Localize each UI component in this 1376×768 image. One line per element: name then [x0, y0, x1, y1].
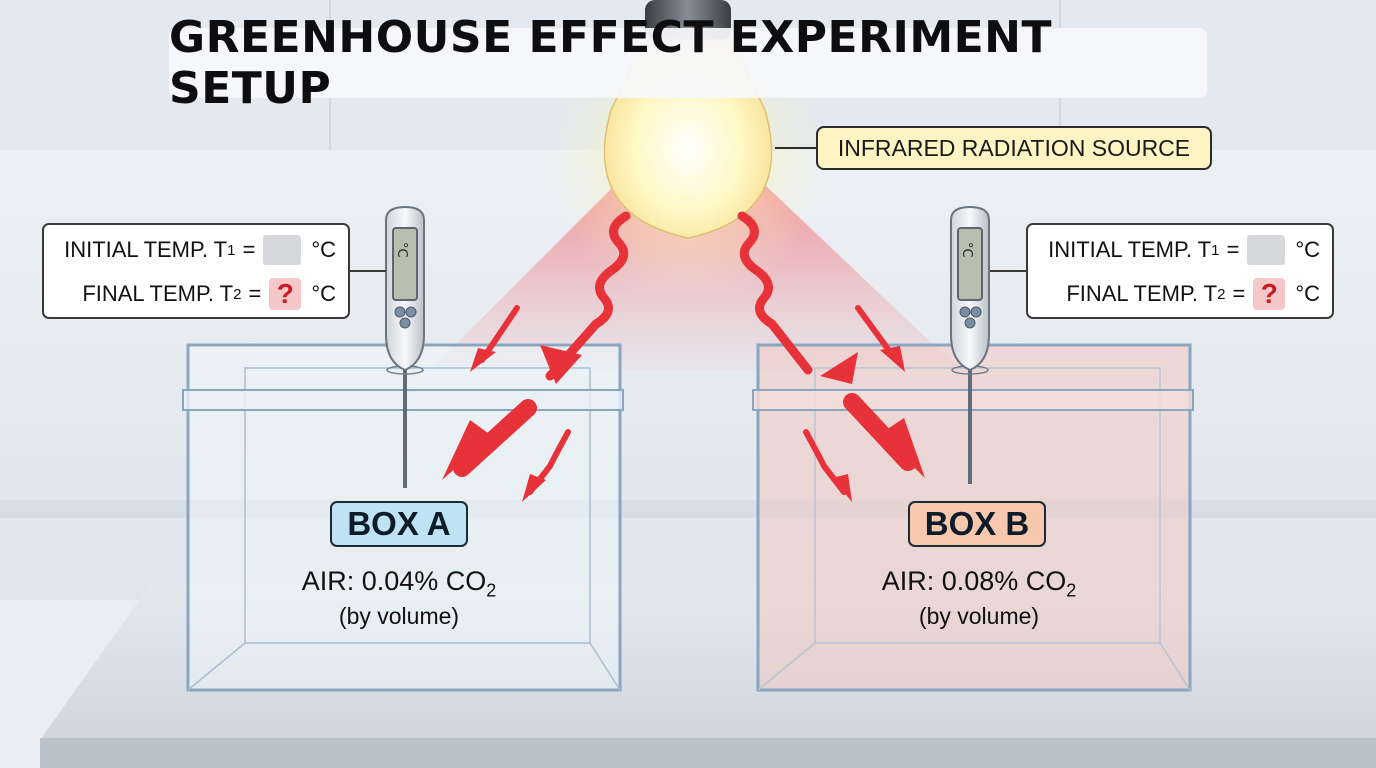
small-arrow	[803, 429, 847, 495]
box-a-volume-note: (by volume)	[338, 603, 460, 630]
box-a-air-text: AIR: 0.04% CO	[301, 566, 487, 596]
final-temp-unit: °C	[1295, 281, 1320, 306]
thermometer-screen	[392, 227, 418, 301]
box-a-tag: BOX A	[330, 501, 468, 547]
box-b-volume-note: (by volume)	[918, 603, 1040, 630]
table-edge	[40, 738, 1376, 768]
final-temp-label: FINAL TEMP. T	[82, 281, 234, 306]
equals-sign: =	[242, 237, 256, 262]
final-temp-unknown: ?	[269, 278, 302, 310]
thermometer-button	[394, 306, 406, 318]
thermometer-button	[964, 317, 976, 329]
final-temp-subscript: 2	[1217, 285, 1226, 303]
box-a-info: AIR: 0.04% CO2 (by volume)	[259, 566, 539, 630]
initial-temp-label: INITIAL TEMP. T	[1048, 237, 1212, 262]
equals-sign: =	[1226, 237, 1240, 262]
box-a-air-content: AIR: 0.04% CO2	[259, 566, 539, 601]
initial-temp-label: INITIAL TEMP. T	[64, 237, 228, 262]
box-b-co2-subscript: 2	[1066, 580, 1077, 601]
box-b-air-content: AIR: 0.08% CO2	[839, 566, 1119, 601]
box-b-lid	[752, 389, 1194, 411]
box-a-co2-subscript: 2	[486, 580, 497, 601]
straight-arrow	[453, 399, 537, 477]
wave-arrow	[545, 211, 631, 381]
wave-arrow	[737, 211, 813, 375]
equals-sign: =	[248, 281, 262, 306]
title-banner: GREENHOUSE EFFECT EXPERIMENT SETUP	[169, 12, 1207, 114]
initial-temp-subscript: 1	[227, 241, 236, 259]
thermometer-button	[405, 306, 417, 318]
box-b-air-text: AIR: 0.08% CO	[881, 566, 1067, 596]
final-temp-subscript: 2	[233, 285, 242, 303]
final-temp-unknown: ?	[1253, 278, 1286, 310]
page-title: GREENHOUSE EFFECT EXPERIMENT SETUP	[169, 12, 1053, 114]
arrow-heads	[442, 345, 925, 502]
thermometer-b	[950, 205, 990, 484]
infrared-source-label: INFRARED RADIATION SOURCE	[816, 126, 1212, 170]
thermometer-a	[385, 205, 425, 488]
initial-temp-unit: °C	[311, 237, 336, 262]
thermometer-button	[959, 306, 971, 318]
initial-temp-unit: °C	[1295, 237, 1320, 262]
thermometer-button	[399, 317, 411, 329]
thermometer-screen	[957, 227, 983, 301]
thermometer-a-display: °C	[394, 242, 409, 258]
small-arrow	[527, 429, 571, 495]
box-b-tag: BOX B	[908, 501, 1046, 547]
initial-temp-blank	[263, 235, 302, 265]
initial-temp-blank	[1247, 235, 1286, 265]
thermometer-button	[970, 306, 982, 318]
thermometer-b-display: °C	[959, 242, 974, 258]
final-temp-unit: °C	[311, 281, 336, 306]
box-b-info: AIR: 0.08% CO2 (by volume)	[839, 566, 1119, 630]
final-temp-label: FINAL TEMP. T	[1066, 281, 1218, 306]
equals-sign: =	[1232, 281, 1246, 306]
initial-temp-subscript: 1	[1211, 241, 1220, 259]
